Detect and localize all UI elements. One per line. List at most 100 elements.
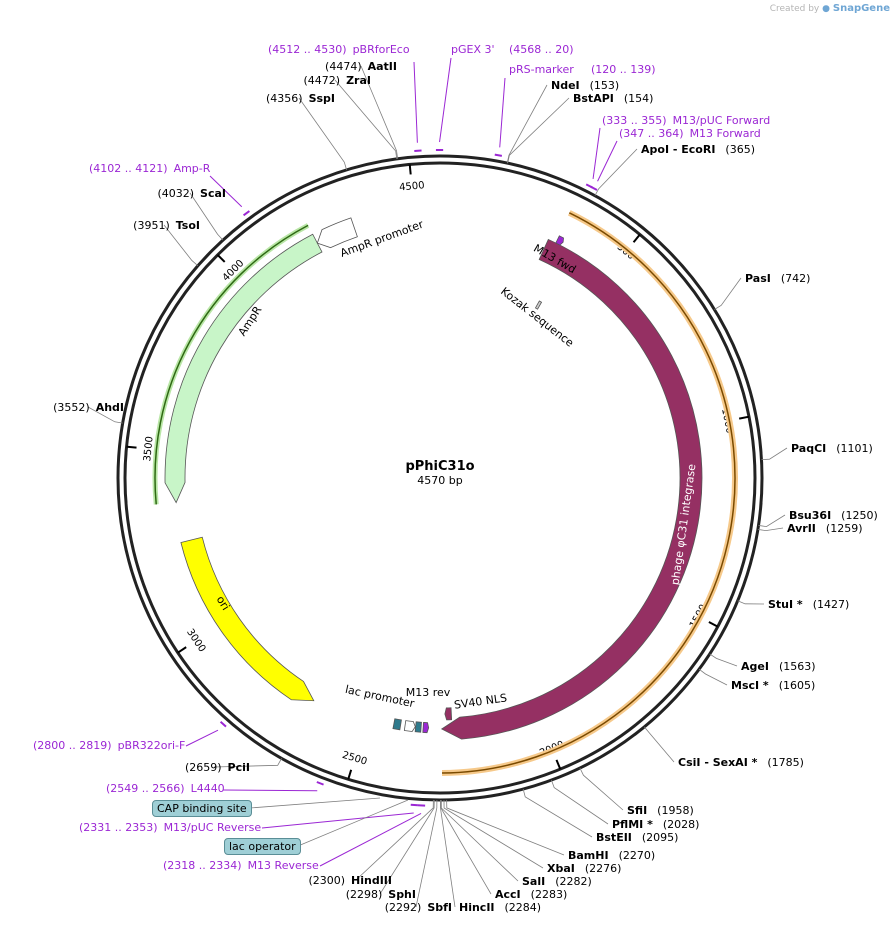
enzyme-leader [446,799,565,856]
feature-cap-binding-site[interactable] [392,718,402,731]
enzyme-leader [440,799,519,882]
enzyme-site-label[interactable]: XbaI(2276) [547,862,621,875]
enzyme-name: BamHI [568,849,609,862]
primer-range: (2800 .. 2819) [33,739,112,752]
primer-leader [185,729,219,747]
feature-kozak-sequence[interactable] [534,300,543,310]
enzyme-name: SbfI [427,901,452,914]
enzyme-name: SalI [522,875,545,888]
feature-ampr[interactable] [164,233,323,504]
enzyme-leader [415,799,438,908]
primer-label[interactable]: (2318 .. 2334)M13 Reverse [163,859,319,872]
enzyme-site-label[interactable]: (2300)HindIII [308,874,392,887]
enzyme-position: (153) [590,79,620,92]
integrase-orf-line [442,212,736,774]
feature-m13-fwd[interactable] [555,235,564,246]
enzyme-leader [443,799,544,869]
enzyme-leader [440,799,492,895]
enzyme-position: (2659) [185,761,222,774]
enzyme-site-label[interactable]: NdeI(153) [551,79,619,92]
enzyme-position: (1785) [767,756,804,769]
primer-label[interactable]: (4568 .. 20) [509,43,574,56]
enzyme-name: AvrII [787,522,816,535]
feature-ori[interactable] [180,536,315,702]
enzyme-position: (4032) [157,187,194,200]
enzyme-position: (4474) [325,60,362,73]
enzyme-site-label[interactable]: (2659)PciI [185,761,250,774]
enzyme-name: PasI [745,272,771,285]
enzyme-site-label[interactable]: ApoI - EcoRI(365) [641,143,755,156]
primer-name: L4440 [191,782,225,795]
enzyme-site-label[interactable]: (4474) AatII [325,60,397,73]
snapgene-logo-icon: ● [822,4,830,14]
primer-range: (333 .. 355) [602,114,667,127]
enzyme-position: (4356) [266,92,303,105]
enzyme-position: (742) [781,272,811,285]
primer-leader [319,813,422,867]
primer-label[interactable]: (2549 .. 2566)L4440 [106,782,225,795]
primer-leader [209,175,243,208]
enzyme-name: PflMI * [612,818,653,831]
enzyme-name: SfiI [627,804,647,817]
enzyme-site-label[interactable]: StuI *(1427) [768,598,849,611]
enzyme-position: (3552) [53,401,90,414]
enzyme-site-label[interactable]: PflMI *(2028) [612,818,699,831]
enzyme-position: (2284) [505,901,542,914]
primer-site-mark [590,185,598,191]
enzyme-site-label[interactable]: PasI (742) [745,272,810,285]
enzyme-site-label[interactable]: AvrII(1259) [787,522,862,535]
enzyme-site-label[interactable]: AccI(2283) [495,888,567,901]
primer-label[interactable]: (4512 .. 4530)pBRforEco [268,43,410,56]
enzyme-site-label[interactable]: Bsu36I(1250) [789,509,878,522]
enzyme-site-label[interactable]: (3552)AhdI [53,401,124,414]
enzyme-site-label[interactable]: BamHI(2270) [568,849,655,862]
enzyme-position: (1605) [779,679,816,692]
enzyme-site-label[interactable]: AgeI(1563) [741,660,816,673]
credit-brand: SnapGene [832,3,890,14]
enzyme-leader [298,97,348,170]
enzyme-leader [189,192,224,241]
primer-label[interactable]: pRS-marker [509,63,574,76]
enzyme-position: (3951) [133,219,170,232]
enzyme-site-label[interactable]: PaqCI(1101) [791,442,873,455]
primer-label[interactable]: (347 .. 364)M13 Forward [619,127,761,140]
feature-ampr-promoter[interactable] [316,217,358,249]
enzyme-site-label[interactable]: (4472)ZraI [304,74,372,87]
enzyme-site-label[interactable]: SfiI(1958) [627,804,694,817]
primer-label[interactable]: (2331 .. 2353)M13/pUC Reverse [79,821,261,834]
plasmid-size: 4570 bp [417,474,462,487]
enzyme-name: AatII [368,60,397,73]
enzyme-site-label[interactable]: CsiI - SexAI *(1785) [678,756,804,769]
primer-name: pGEX 3' [451,43,495,56]
primer-label[interactable]: pGEX 3' [451,43,495,56]
enzyme-site-label[interactable]: BstAPI(154) [573,92,653,105]
enzyme-site-label[interactable]: (3951)TsoI [133,219,200,232]
enzyme-leader [594,148,638,196]
primer-label[interactable]: (2800 .. 2819)pBR322ori-F [33,739,185,752]
enzyme-position: (1563) [779,660,816,673]
enzyme-site-label[interactable]: (2292) SbfI [385,901,452,914]
enzyme-site-label[interactable]: (4032)ScaI [157,187,226,200]
feature-lac-promoter[interactable] [403,720,416,732]
enzyme-position: (2292) [385,901,422,914]
enzyme-site-label[interactable]: BstEII(2095) [596,831,678,844]
enzyme-name: PaqCI [791,442,826,455]
primer-name: M13/pUC Reverse [164,821,262,834]
enzyme-site-label[interactable]: (2298)SphI [346,888,416,901]
primer-label[interactable]: (4102 .. 4121)Amp-R [89,162,211,175]
feature-m13-rev[interactable] [422,722,430,734]
primer-label[interactable]: (333 .. 355)M13/pUC Forward [602,114,770,127]
plasmid-name: pPhiC31o [405,459,474,474]
enzyme-site-label[interactable]: SalI(2282) [522,875,592,888]
feature-phage-c31-integrase[interactable] [440,238,703,740]
enzyme-site-label[interactable]: MscI *(1605) [731,679,815,692]
enzyme-leader [213,758,282,768]
enzyme-site-label[interactable]: HincII(2284) [459,901,541,914]
enzyme-site-label[interactable]: (4356)SspI [266,92,335,105]
feature-sv40-nls[interactable] [444,707,453,721]
primer-label[interactable]: (120 .. 139) [591,63,656,76]
cap-binding-site-label: CAP binding site [152,800,252,817]
enzyme-leader [551,779,609,825]
feature-lac-operator[interactable] [414,721,422,733]
snapgene-credit: Created by ● SnapGene [770,3,890,14]
